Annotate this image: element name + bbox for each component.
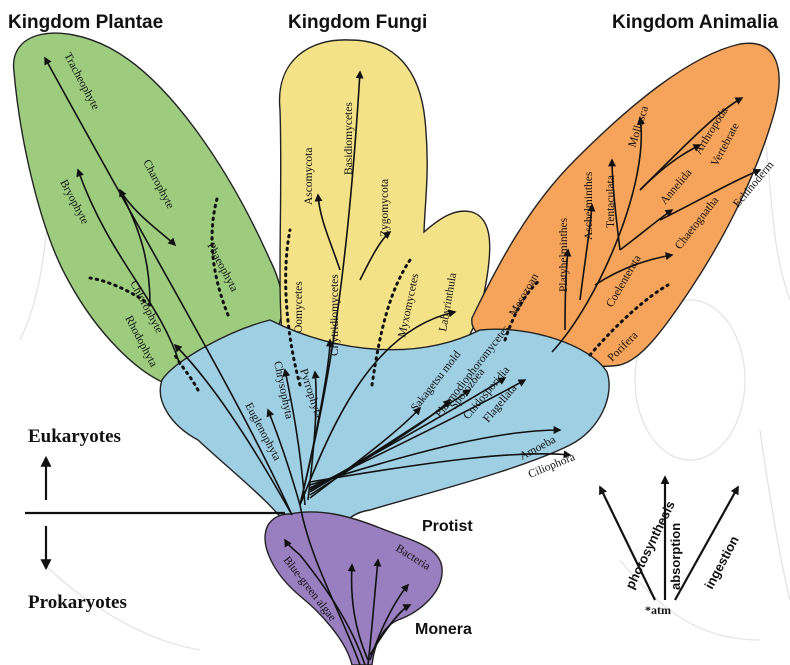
atm-label: *atm bbox=[645, 603, 671, 617]
taxon-label: Platyhelminthes bbox=[558, 217, 570, 292]
taxon-label: Basidiomycetes bbox=[343, 102, 355, 175]
monera-label: Monera bbox=[415, 621, 472, 638]
kingdom-animalia-label: Kingdom Animalia bbox=[612, 12, 779, 33]
taxon-label: Aschelminthes bbox=[583, 171, 595, 240]
taxon-label: Tentaculata bbox=[605, 175, 617, 228]
eukaryotes-label: Eukaryotes bbox=[28, 426, 121, 447]
absorption-label: absorption bbox=[668, 523, 683, 590]
taxon-label: Zygomycota bbox=[379, 179, 391, 237]
prokaryotes-label: Prokaryotes bbox=[28, 592, 127, 613]
monera-region bbox=[265, 512, 442, 665]
taxon-label: Ascomycota bbox=[303, 148, 315, 205]
protist-label: Protist bbox=[422, 518, 473, 535]
kingdom-fungi-label: Kingdom Fungi bbox=[288, 12, 427, 33]
kingdom-plantae-label: Kingdom Plantae bbox=[8, 12, 163, 33]
taxon-label: Oomycetes bbox=[293, 281, 305, 333]
taxon-label: Chytridiomycetes bbox=[329, 274, 341, 356]
